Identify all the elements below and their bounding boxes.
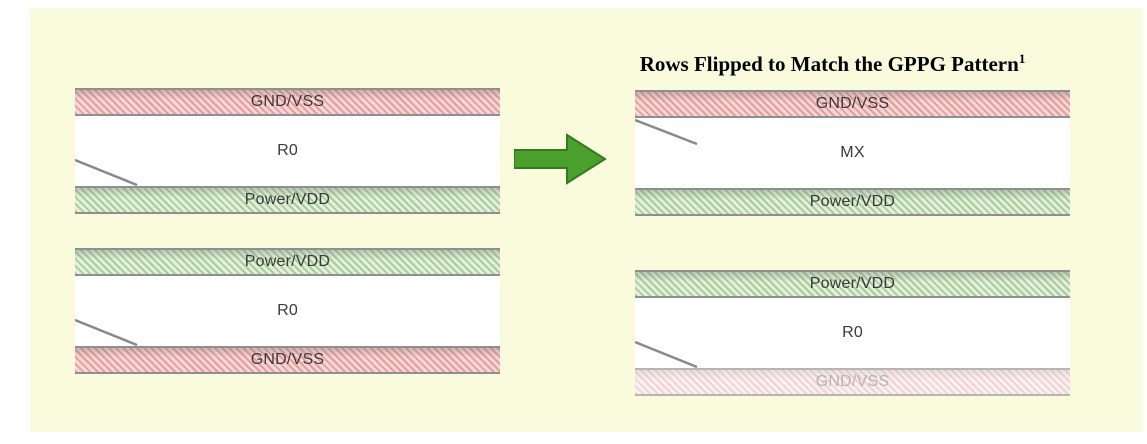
rail-label: Power/VDD	[809, 275, 896, 292]
rail-label: GND/VSS	[815, 95, 890, 112]
rail-label: GND/VSS	[250, 93, 325, 110]
rail-label: Power/VDD	[244, 191, 331, 208]
right-arrow-icon	[513, 133, 607, 185]
flip-transform-arrow	[513, 132, 608, 186]
diagram-right-bottom: Power/VDD R0 GND/VSS	[635, 270, 1070, 396]
gnd-vss-rail: GND/VSS	[75, 346, 500, 374]
cell-row: R0	[635, 298, 1070, 368]
cell-row-label: MX	[840, 144, 865, 161]
cell-row-label: R0	[277, 142, 298, 159]
rail-label: GND/VSS	[250, 351, 325, 368]
rail-label: Power/VDD	[244, 253, 331, 270]
rail-label: GND/VSS	[815, 373, 890, 390]
diagram-right-top: GND/VSS MX Power/VDD	[635, 90, 1070, 216]
row-boundary-notch-icon	[635, 118, 698, 146]
row-boundary-notch-icon	[75, 318, 138, 346]
rail-label: Power/VDD	[809, 193, 896, 210]
row-boundary-notch-icon	[75, 158, 138, 186]
power-vdd-rail: Power/VDD	[635, 188, 1070, 216]
footnote-mark: 1	[1018, 51, 1026, 66]
diagram-left-bottom: Power/VDD R0 GND/VSS	[75, 248, 500, 374]
figure-panel: Rows Flipped to Match the GPPG Pattern1 …	[30, 8, 1143, 432]
cell-row-label: R0	[842, 324, 863, 341]
diagram-left-top: GND/VSS R0 Power/VDD	[75, 88, 500, 214]
power-vdd-rail: Power/VDD	[75, 248, 500, 276]
row-boundary-notch-icon	[635, 340, 698, 368]
power-vdd-rail: Power/VDD	[75, 186, 500, 214]
figure-title-text: Rows Flipped to Match the GPPG Pattern	[639, 52, 1019, 76]
cell-row: R0	[75, 116, 500, 186]
gnd-vss-rail: GND/VSS	[75, 88, 500, 116]
figure-title: Rows Flipped to Match the GPPG Pattern1	[585, 52, 1080, 77]
gnd-vss-rail: GND/VSS	[635, 90, 1070, 118]
power-vdd-rail: Power/VDD	[635, 270, 1070, 298]
cell-row: MX	[635, 118, 1070, 188]
gnd-vss-rail-faded: GND/VSS	[635, 368, 1070, 396]
cell-row-label: R0	[277, 302, 298, 319]
cell-row: R0	[75, 276, 500, 346]
